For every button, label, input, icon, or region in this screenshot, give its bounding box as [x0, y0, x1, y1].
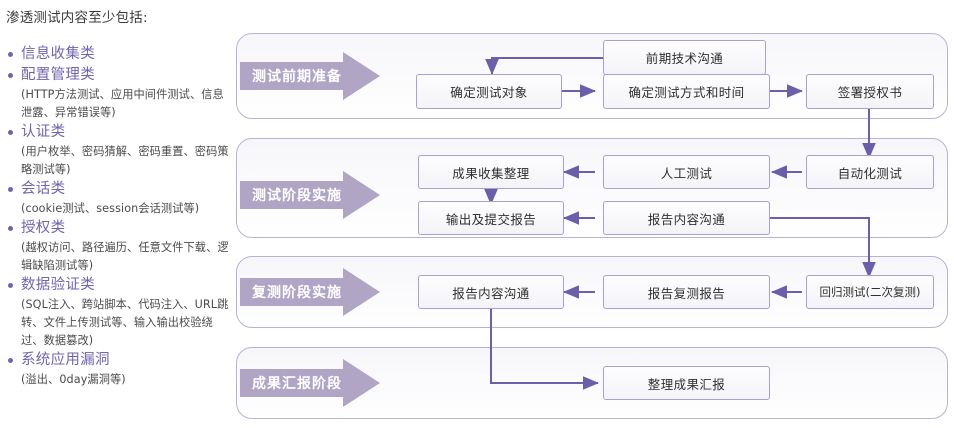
list-item: 系统应用漏洞 (溢出、0day漏洞等)	[6, 350, 232, 389]
phase-banner-retest: 复测阶段实施	[240, 268, 380, 316]
bullet-dot-icon	[8, 130, 13, 135]
node-regression-test[interactable]: 回归测试(二次复测)	[806, 275, 934, 309]
checklist-list: 信息收集类 配置管理类 (HTTP方法测试、应用中间件测试、信息泄露、异常错误等…	[6, 44, 232, 389]
banner-arrow-head-icon	[343, 171, 380, 219]
phase-banner-label: 成果汇报阶段	[252, 376, 342, 392]
node-determine-target[interactable]: 确定测试对象	[416, 74, 562, 109]
phase-banner-label: 测试前期准备	[252, 69, 342, 85]
list-item: 认证类 (用户枚举、密码猜解、密码重置、密码策略测试等)	[6, 122, 232, 179]
checklist-heading-row: 系统应用漏洞	[6, 350, 232, 371]
checklist-heading-row: 配置管理类	[6, 65, 232, 86]
node-report-content-comm-1[interactable]: 报告内容沟通	[603, 201, 770, 235]
checklist-detail: (HTTP方法测试、应用中间件测试、信息泄露、异常错误等)	[21, 88, 224, 119]
checklist-heading-row: 数据验证类	[6, 275, 232, 296]
node-output-submit-report[interactable]: 输出及提交报告	[418, 201, 564, 235]
checklist-heading-row: 信息收集类	[6, 44, 232, 65]
checklist-heading-row: 认证类	[6, 122, 232, 143]
node-pre-tech-comm[interactable]: 前期技术沟通	[603, 40, 766, 75]
bullet-dot-icon	[8, 226, 13, 231]
checklist-detail: (越权访问、路径遍历、任意文件下载、逻辑缺陷测试等)	[21, 241, 229, 272]
bullet-dot-icon	[8, 73, 13, 78]
list-item: 会话类 (cookie测试、session会话测试等)	[6, 179, 232, 218]
checklist-detail: (溢出、0day漏洞等)	[21, 373, 126, 386]
banner-bar-shape	[240, 181, 344, 209]
checklist-heading: 信息收集类	[21, 46, 95, 62]
banner-arrow-head-icon	[343, 359, 380, 407]
checklist-detail: (用户枚举、密码猜解、密码重置、密码策略测试等)	[21, 145, 229, 176]
checklist-heading: 授权类	[21, 220, 66, 236]
checklist-column: 渗透测试内容至少包括: 信息收集类 配置管理类 (HTTP方法测试、应用中间件测…	[0, 0, 232, 428]
phase-banner-label: 复测阶段实施	[252, 285, 342, 301]
phase-banner-preparation: 测试前期准备	[240, 52, 380, 100]
bullet-dot-icon	[8, 358, 13, 363]
banner-arrow-head-icon	[343, 268, 380, 316]
checklist-heading: 系统应用漏洞	[21, 352, 110, 368]
bullet-dot-icon	[8, 283, 13, 288]
list-item: 数据验证类 (SQL注入、跨站脚本、代码注入、URL跳转、文件上传测试等、输入输…	[6, 275, 232, 350]
list-item: 配置管理类 (HTTP方法测试、应用中间件测试、信息泄露、异常错误等)	[6, 65, 232, 122]
node-sign-authorization[interactable]: 签署授权书	[806, 74, 934, 109]
phase-banner-summary: 成果汇报阶段	[240, 359, 380, 407]
node-determine-method-time[interactable]: 确定测试方式和时间	[603, 74, 770, 109]
checklist-heading: 数据验证类	[21, 277, 95, 293]
bullet-dot-icon	[8, 52, 13, 57]
checklist-heading-row: 授权类	[6, 218, 232, 239]
node-manual-test[interactable]: 人工测试	[603, 155, 770, 189]
checklist-heading-row: 会话类	[6, 179, 232, 200]
page-title: 渗透测试内容至少包括:	[6, 10, 148, 26]
list-item: 授权类 (越权访问、路径遍历、任意文件下载、逻辑缺陷测试等)	[6, 218, 232, 275]
node-report-content-comm-2[interactable]: 报告内容沟通	[418, 275, 564, 309]
node-organize-summary[interactable]: 整理成果汇报	[603, 366, 770, 400]
checklist-heading: 配置管理类	[21, 67, 95, 83]
phase-banner-testing: 测试阶段实施	[240, 171, 380, 219]
banner-bar-shape	[240, 369, 344, 397]
list-item: 信息收集类	[6, 44, 232, 65]
banner-arrow-head-icon	[343, 52, 380, 100]
bullet-dot-icon	[8, 187, 13, 192]
phase-banner-label: 测试阶段实施	[252, 188, 342, 204]
node-collect-results[interactable]: 成果收集整理	[418, 155, 564, 189]
checklist-detail: (SQL注入、跨站脚本、代码注入、URL跳转、文件上传测试等、输入输出校验绕过、…	[21, 298, 229, 347]
checklist-heading: 会话类	[21, 181, 66, 197]
node-retest-report[interactable]: 报告复测报告	[603, 275, 770, 309]
banner-bar-shape	[240, 62, 344, 90]
node-auto-test[interactable]: 自动化测试	[806, 155, 934, 189]
flow-diagram: 测试前期准备 前期技术沟通 确定测试对象 确定测试方式和时间 签署授权书 测试阶…	[232, 0, 954, 428]
banner-bar-shape	[240, 278, 344, 306]
checklist-detail: (cookie测试、session会话测试等)	[21, 202, 200, 215]
checklist-heading: 认证类	[21, 124, 66, 140]
